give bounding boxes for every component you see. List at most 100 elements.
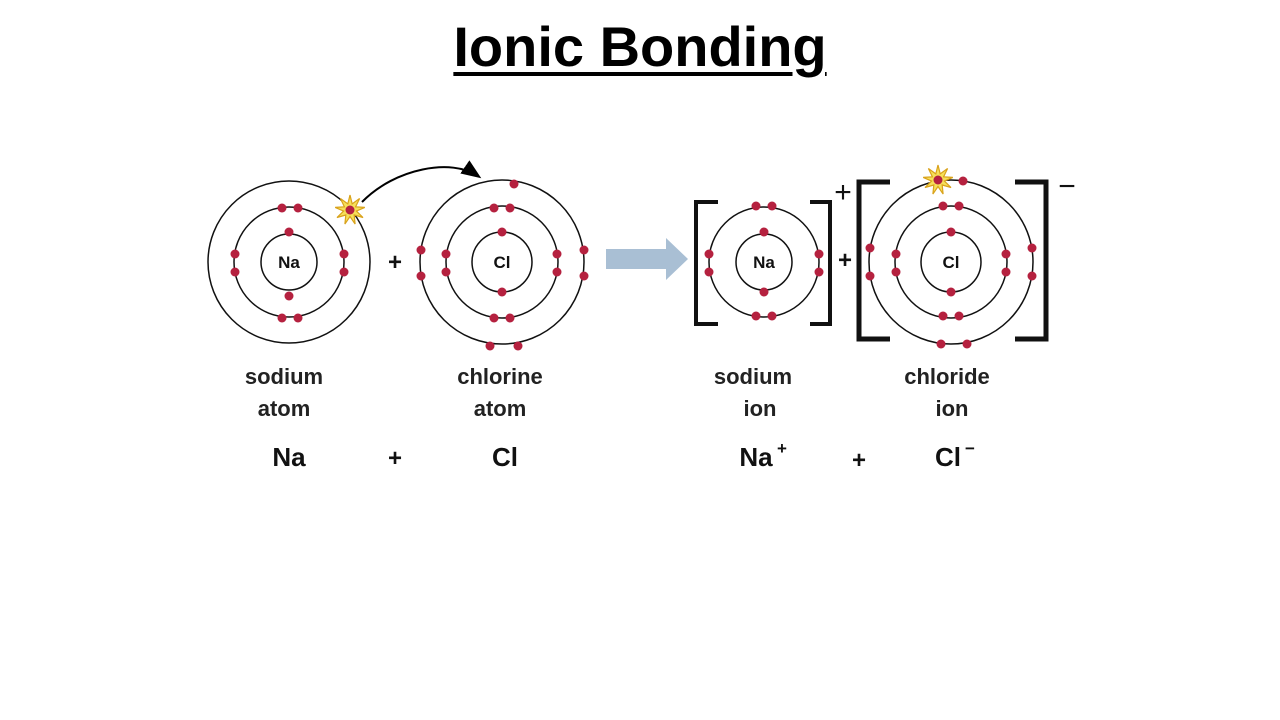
electron-dot: [509, 179, 519, 189]
electron-dot: [891, 249, 901, 259]
electron-transfer-arrow: [361, 160, 482, 203]
electron-dot: [579, 245, 589, 255]
na-ion-formula: Na: [739, 442, 773, 472]
electron-dot: [704, 267, 714, 277]
starburst-icon: [922, 164, 954, 195]
electron-dot: [441, 249, 451, 259]
electron-dot: [958, 176, 968, 186]
electron-dot: [277, 313, 287, 323]
na-ion-electrons: [704, 201, 824, 321]
electron-dot: [751, 311, 761, 321]
electron-dot: [938, 311, 948, 321]
electron-dot: [1027, 271, 1037, 281]
electron-dot: [759, 227, 769, 237]
chloride-ion: Cl −: [856, 164, 1076, 349]
cl-ion-symbol: Cl: [943, 253, 960, 272]
na-ion-shell-2: [708, 206, 820, 318]
electron-dot: [954, 201, 964, 211]
electron-dot: [293, 203, 303, 213]
right-arrow-icon: [606, 238, 688, 280]
electron-dot: [552, 249, 562, 259]
electron-dot: [865, 243, 875, 253]
cl-atom-caption-line2: atom: [474, 396, 527, 421]
na-atom-shell-3: [207, 180, 371, 344]
electron-dot: [505, 203, 515, 213]
na-atom-formula: Na: [272, 442, 306, 472]
electron-dot: [497, 227, 507, 237]
electron-dot: [891, 267, 901, 277]
cl-atom-shell-2: [445, 205, 559, 319]
electron-dot: [579, 271, 589, 281]
starburst-icon: [334, 194, 366, 225]
cl-ion-charge: −: [1058, 170, 1076, 203]
electron-dot: [339, 267, 349, 277]
electron-dot: [954, 311, 964, 321]
sodium-atom: Na: [207, 180, 371, 344]
cl-atom-formula: Cl: [492, 442, 518, 472]
electron-dot: [284, 291, 294, 301]
plus-sign-formula-right: +: [852, 447, 866, 474]
electron-dot: [552, 267, 562, 277]
cl-ion-electrons: [865, 176, 1037, 349]
electron-dot: [759, 287, 769, 297]
transferred-electron-dot: [933, 175, 943, 185]
plus-sign-atoms: +: [388, 249, 402, 276]
cl-ion-formula: Cl: [935, 442, 961, 472]
cl-atom-shell-3: [419, 179, 585, 345]
electron-dot: [441, 267, 451, 277]
electron-dot: [293, 313, 303, 323]
electron-dot: [230, 267, 240, 277]
page-title: Ionic Bonding: [453, 15, 827, 78]
electron-dot: [938, 201, 948, 211]
electron-dot: [230, 249, 240, 259]
electron-dot: [513, 341, 523, 351]
electron-dot: [814, 249, 824, 259]
electron-dot: [704, 249, 714, 259]
na-ion-charge: +: [834, 176, 852, 209]
cl-ion-caption-line2: ion: [936, 396, 969, 421]
na-ion-formula-superscript: +: [777, 439, 787, 458]
electron-dot: [277, 203, 287, 213]
cl-atom-caption-line1: chlorine: [457, 364, 543, 389]
electron-dot: [936, 339, 946, 349]
electron-dot: [339, 249, 349, 259]
na-atom-electrons: [230, 203, 349, 323]
na-atom-caption-line1: sodium: [245, 364, 323, 389]
electron-dot: [505, 313, 515, 323]
cl-atom-symbol: Cl: [494, 253, 511, 272]
na-ion-caption-line2: ion: [744, 396, 777, 421]
electron-dot: [497, 287, 507, 297]
electron-dot: [284, 227, 294, 237]
electron-dot: [751, 201, 761, 211]
electron-dot: [865, 271, 875, 281]
na-ion-caption-line1: sodium: [714, 364, 792, 389]
transferred-electron-dot: [345, 205, 355, 215]
cl-ion-shell-2: [894, 205, 1008, 319]
cl-atom-electrons: [416, 179, 589, 351]
electron-dot: [416, 245, 426, 255]
plus-sign-formula-left: +: [388, 445, 402, 472]
sodium-ion: Na +: [694, 176, 852, 326]
electron-dot: [946, 287, 956, 297]
na-atom-caption-line2: atom: [258, 396, 311, 421]
electron-dot: [489, 203, 499, 213]
cl-ion-right-bracket: [1015, 179, 1049, 342]
cl-ion-left-bracket: [856, 179, 890, 342]
plus-sign-ions: +: [838, 247, 852, 274]
cl-ion-caption-line1: chloride: [904, 364, 990, 389]
electron-dot: [767, 201, 777, 211]
electron-dot: [1027, 243, 1037, 253]
cl-ion-shell-3: [868, 179, 1034, 345]
electron-dot: [1001, 267, 1011, 277]
na-atom-shell-2: [233, 206, 345, 318]
cl-ion-formula-superscript: −: [965, 439, 975, 458]
na-ion-symbol: Na: [753, 253, 775, 272]
na-ion-right-bracket: [810, 200, 832, 326]
electron-dot: [767, 311, 777, 321]
electron-dot: [962, 339, 972, 349]
na-ion-left-bracket: [694, 200, 718, 326]
electron-dot: [416, 271, 426, 281]
chlorine-atom: Cl: [416, 179, 589, 351]
electron-dot: [1001, 249, 1011, 259]
